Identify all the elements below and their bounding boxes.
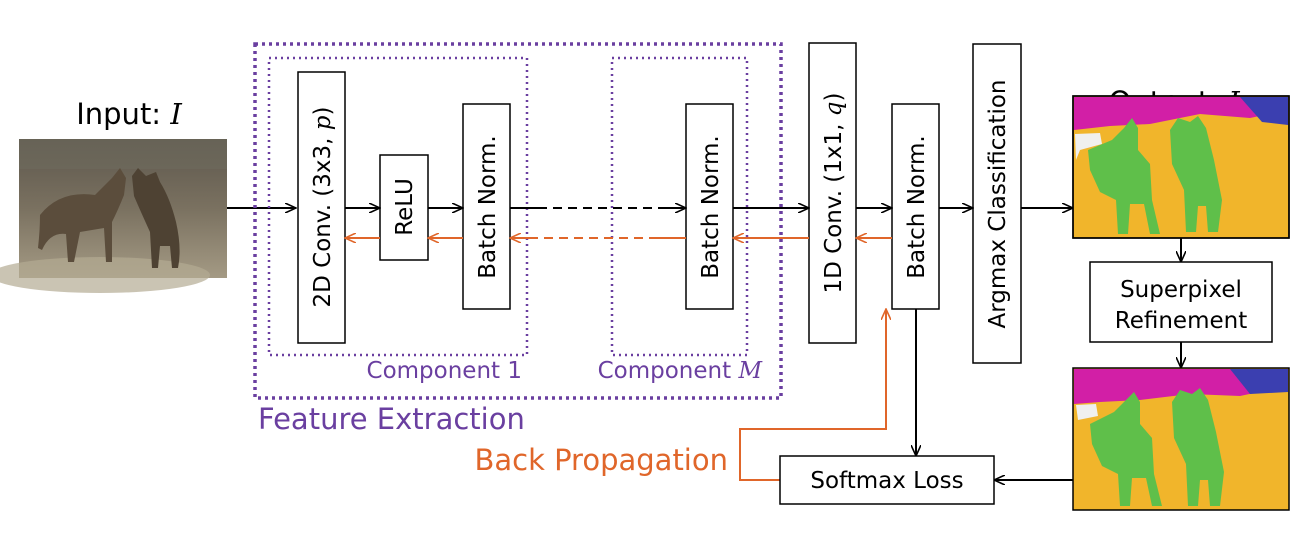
conv1d-block <box>808 42 857 344</box>
batch-norm-final-label: Batch Norm. <box>904 135 930 278</box>
forward-arrows <box>345 208 1181 480</box>
conv2d-label: 2D Conv. (3x3, p) <box>310 106 336 307</box>
input-photo <box>0 139 227 293</box>
output-label-map <box>1072 95 1290 239</box>
softmax-loss-label: Softmax Loss <box>810 468 963 494</box>
batch-norm-1-label: Batch Norm. <box>475 135 501 278</box>
conv2d-block <box>297 71 346 344</box>
component-m-label: Component M <box>598 358 764 384</box>
component-m-box <box>610 56 749 357</box>
back-propagation-label: Back Propagation <box>474 443 728 477</box>
conv1d-label: 1D Conv. (1x1, q) <box>821 92 847 293</box>
input-title: Input: I <box>76 97 182 131</box>
superpixel-label-line1: Superpixel <box>1120 277 1242 303</box>
superpixel-refinement-block <box>1089 261 1273 343</box>
batch-norm-m-label: Batch Norm. <box>698 135 724 278</box>
superpixel-label-line2: Refinement <box>1115 308 1247 334</box>
feature-extraction-box <box>253 42 783 400</box>
feature-extraction-label: Feature Extraction <box>258 402 525 436</box>
refined-label-map <box>1072 367 1290 511</box>
component-1-box <box>267 56 529 357</box>
batch-norm-1-block <box>462 103 511 310</box>
softmax-loss-block <box>779 455 995 505</box>
argmax-label: Argmax Classification <box>985 80 1011 329</box>
relu-label: ReLU <box>392 178 418 236</box>
component-1-label: Component 1 <box>367 358 522 384</box>
backprop-arrow-softmax-to-bn <box>739 309 886 481</box>
backprop-arrows <box>345 238 892 481</box>
